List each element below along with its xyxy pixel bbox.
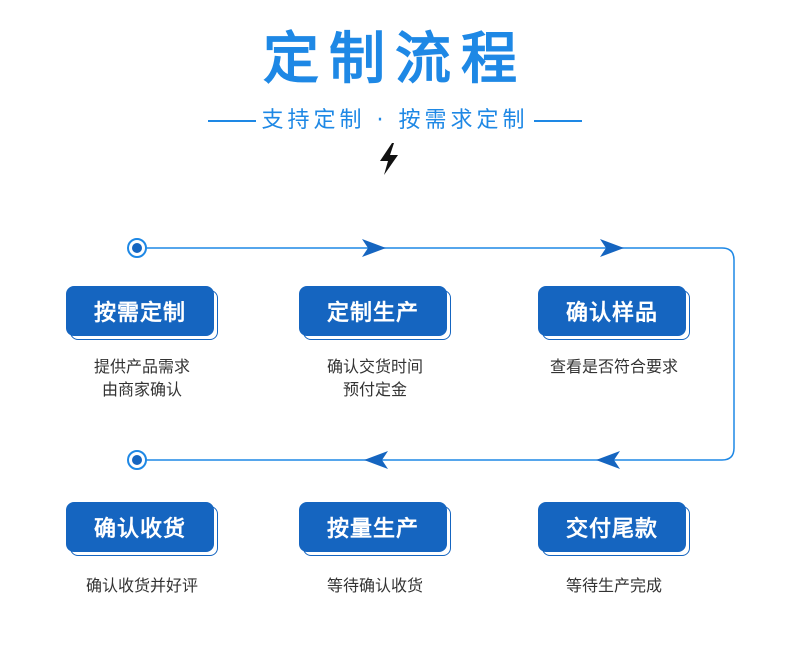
step-2-card: 定制生产 bbox=[299, 286, 451, 340]
step-4-label: 交付尾款 bbox=[538, 502, 686, 552]
step-3-card: 确认样品 bbox=[538, 286, 690, 340]
lightning-icon bbox=[380, 143, 398, 175]
arrow-left-2 bbox=[364, 451, 388, 469]
step-5-description: 等待确认收货 bbox=[326, 576, 423, 595]
end-node-bottom-dot bbox=[132, 455, 142, 465]
step-3-description: 查看是否符合要求 bbox=[549, 357, 678, 376]
left-dash-divider bbox=[207, 120, 256, 122]
step-2-label: 定制生产 bbox=[299, 286, 447, 336]
step-4-description: 等待生产完成 bbox=[565, 576, 662, 595]
subtitle-row: 支持定制 · 按需求定制 bbox=[0, 104, 790, 138]
step-2-description: 确认交货时间 预付定金 bbox=[326, 357, 423, 399]
step-6-label: 确认收货 bbox=[66, 502, 214, 552]
step-1-label: 按需定制 bbox=[66, 286, 214, 336]
step-5-label: 按量生产 bbox=[299, 502, 447, 552]
step-3-label: 确认样品 bbox=[538, 286, 686, 336]
page-title: 定制流程 bbox=[263, 27, 527, 92]
step-1-card: 按需定制 bbox=[66, 286, 218, 340]
step-6-card: 确认收货 bbox=[66, 502, 218, 556]
right-dash-divider bbox=[534, 120, 583, 122]
arrow-right-1 bbox=[362, 239, 386, 257]
start-node-top-dot bbox=[132, 243, 142, 253]
step-4-card: 交付尾款 bbox=[538, 502, 690, 556]
step-5-card: 按量生产 bbox=[299, 502, 451, 556]
arrow-left-1 bbox=[596, 451, 620, 469]
step-6-description: 确认收货并好评 bbox=[85, 576, 198, 595]
step-1-description: 提供产品需求 由商家确认 bbox=[93, 357, 190, 399]
right-return-line bbox=[721, 247, 735, 461]
page-subtitle: 支持定制 · 按需求定制 bbox=[261, 108, 529, 133]
arrow-right-2 bbox=[600, 239, 624, 257]
